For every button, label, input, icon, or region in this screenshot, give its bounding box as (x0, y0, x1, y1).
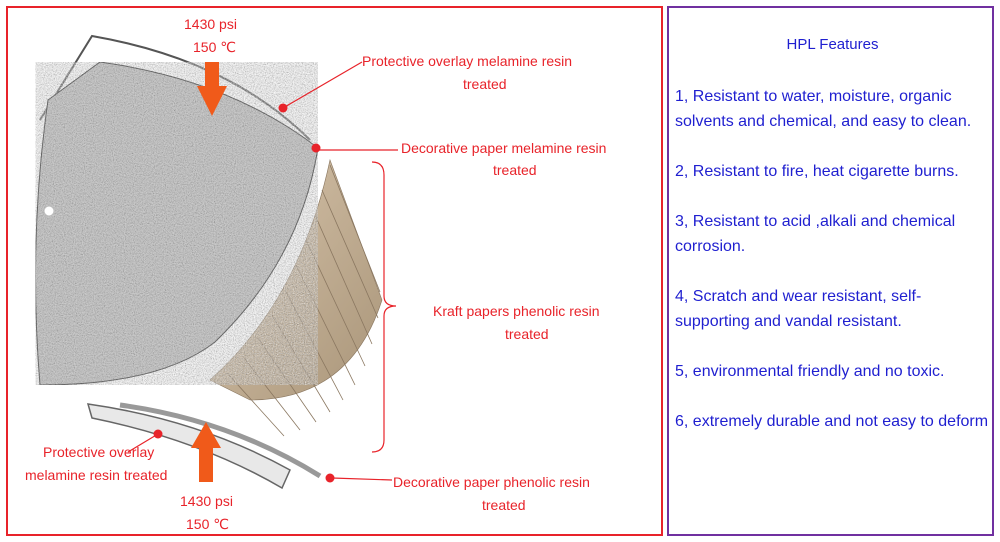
kraft-paper-fan (209, 158, 383, 437)
bottom-decorative-sheet (119, 402, 322, 479)
feature-item-5: 5, environmental friendly and no toxic. (675, 363, 945, 380)
decorative-melamine-label-line2: treated (493, 162, 537, 178)
bottom-overlay-label-line2: melamine resin treated (25, 467, 168, 483)
top-pressure-label: 1430 psi (184, 16, 237, 32)
bottom-pressure-arrow (191, 422, 221, 482)
bottom-overlay-sheet (86, 403, 291, 490)
features-panel: HPL Features 1, Resistant to water, mois… (667, 6, 994, 536)
top-overlay-label-line1: Protective overlay melamine resin (362, 53, 573, 69)
top-temperature-label: 150 ℃ (193, 39, 236, 55)
kraft-label-line2: treated (505, 326, 549, 342)
features-title: HPL Features (786, 36, 879, 53)
decorative-phenolic-label-line2: treated (482, 497, 526, 513)
decorative-sheet (35, 61, 319, 386)
bottom-temperature-label: 150 ℃ (186, 516, 229, 532)
feature-item-1: 1, Resistant to water, moisture, organic… (675, 88, 972, 130)
kraft-label-line1: Kraft papers phenolic resin (433, 303, 600, 319)
decorative-melamine-label-line1: Decorative paper melamine resin (401, 140, 607, 156)
decorative-phenolic-label-line1: Decorative paper phenolic resin (393, 474, 590, 490)
feature-item-6: 6, extremely durable and not easy to def… (675, 413, 989, 430)
bottom-overlay-label-line1: Protective overlay (43, 444, 155, 460)
feature-item-3: 3, Resistant to acid ,alkali and chemica… (675, 213, 956, 255)
diagram-panel (6, 6, 663, 536)
feature-item-4: 4, Scratch and wear resistant, self-supp… (675, 288, 922, 330)
feature-item-2: 2, Resistant to fire, heat cigarette bur… (675, 163, 959, 180)
top-overlay-label-line2: treated (463, 76, 507, 92)
bottom-pressure-label: 1430 psi (180, 493, 233, 509)
top-pressure-arrow (197, 62, 227, 116)
features-list: 1, Resistant to water, moisture, organic… (675, 84, 990, 459)
